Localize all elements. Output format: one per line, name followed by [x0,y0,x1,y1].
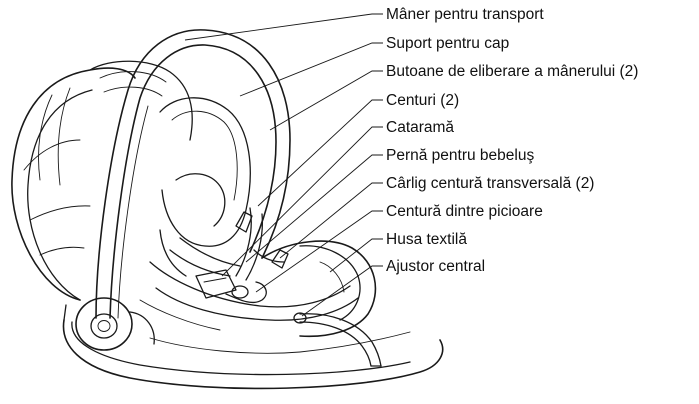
seat-front-shell [262,241,375,336]
seat-base [64,320,443,388]
leader-line [240,43,383,96]
leader-line [185,14,383,40]
label-carry-handle: Mâner pentru transport [386,6,544,23]
label-crotch-strap: Centură dintre picioare [386,203,543,220]
harness-straps [170,238,240,276]
part-labels: Mâner pentru transport Suport pentru cap… [386,6,638,275]
label-central-adjuster: Ajustor central [386,258,485,275]
seat-shell [12,68,135,300]
label-harness-straps: Centuri (2) [386,92,459,109]
handle-pivot [76,298,132,350]
leader-line [270,71,383,130]
leader-lines [185,14,383,316]
leader-line [330,239,383,272]
seat-base-inner [72,322,410,375]
label-handle-release-buttons: Butoane de eliberare a mânerului (2) [386,63,638,80]
label-fabric-cover: Husa textilă [386,231,467,248]
buckle [196,270,236,298]
car-seat-illustration [12,30,443,389]
label-buckle: Cataramă [386,119,454,136]
label-belt-hook: Cârlig centură transversală (2) [386,175,594,192]
leader-line [258,100,383,206]
label-head-support: Suport pentru cap [386,35,509,52]
infant-cushion [150,262,350,307]
label-infant-cushion: Pernă pentru bebeluş [386,147,534,164]
